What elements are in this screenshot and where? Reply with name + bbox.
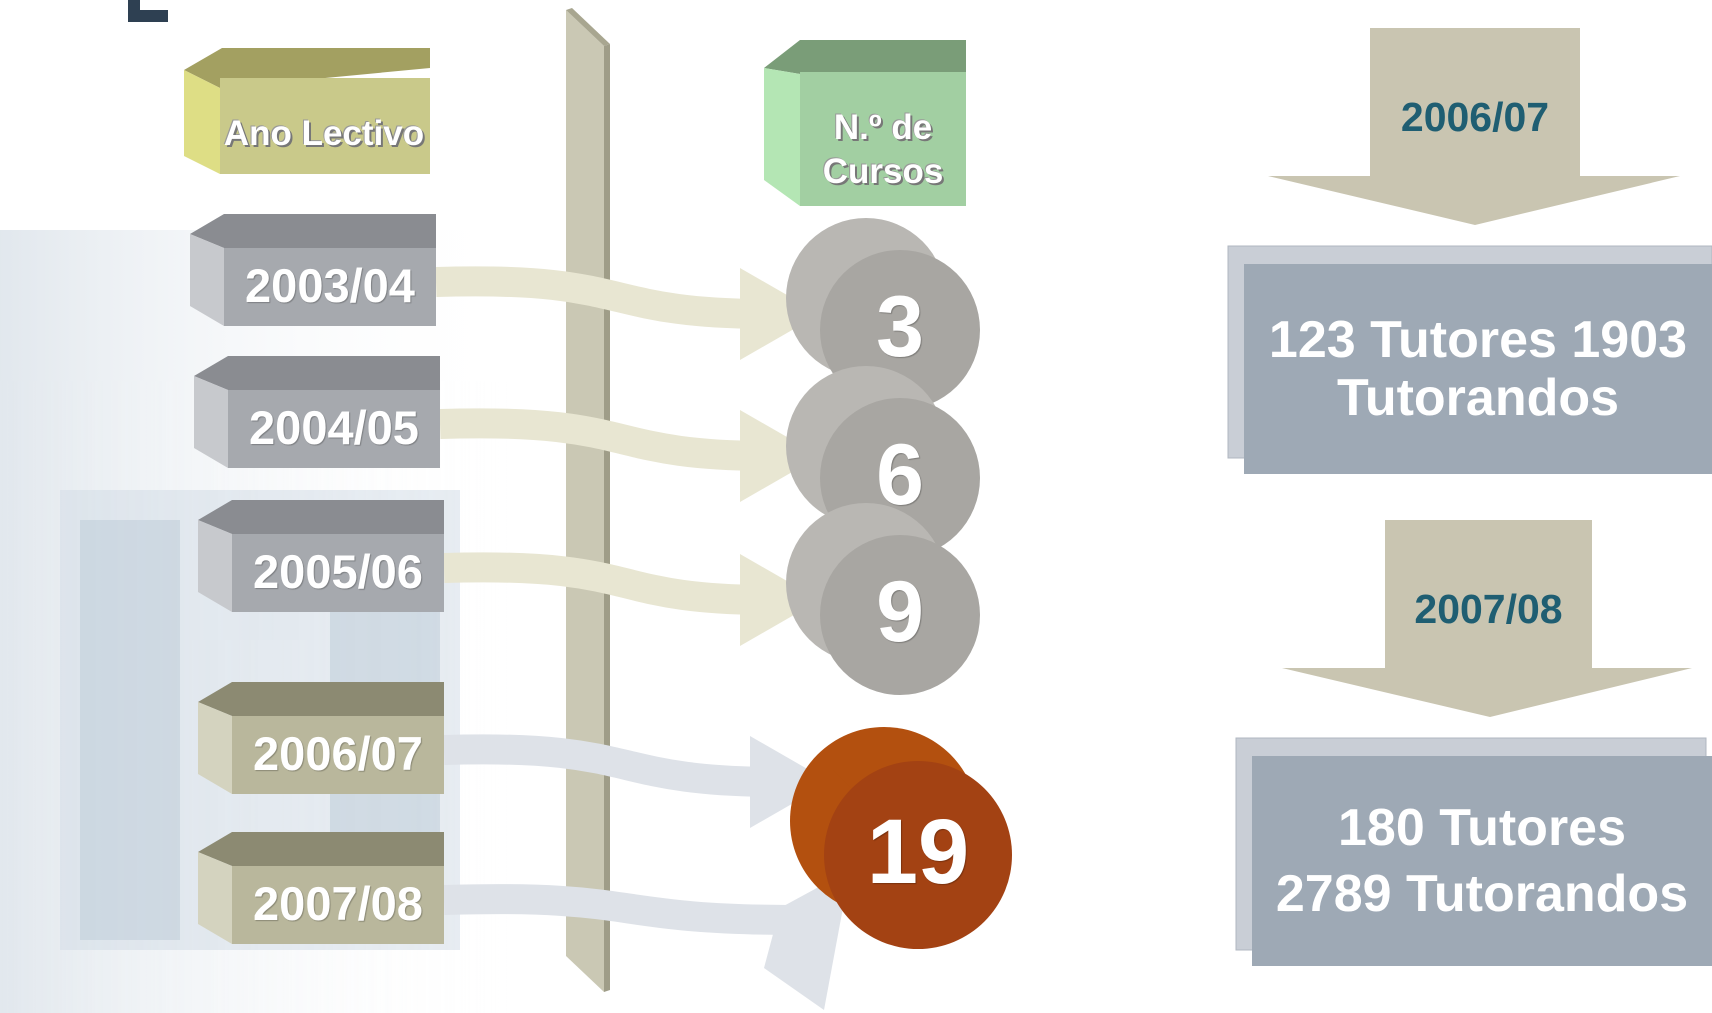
info-box-2: 180 Tutores 2789 Tutorandos <box>1252 756 1712 966</box>
year-block-side <box>198 520 232 612</box>
flow-arrow-head-2004/05 <box>740 410 820 502</box>
year-block-2003/04 <box>190 214 436 326</box>
info-box-1-line1: 123 Tutores 1903 <box>1268 311 1688 369</box>
year-block-2007/08 <box>198 832 444 944</box>
year-rows <box>190 214 1012 1010</box>
year-block-side <box>198 852 232 944</box>
info-box-1: 123 Tutores 1903 Tutorandos <box>1244 264 1712 474</box>
year-block-side <box>194 376 228 468</box>
flow-arrow-shaft-2004/05 <box>439 408 771 471</box>
down-arrow-2007 <box>1282 520 1692 717</box>
header-ano-lectivo <box>184 48 430 174</box>
flow-arrow-shaft-2007/08 <box>443 884 801 935</box>
year-block-side <box>198 702 232 794</box>
flow-arrow-shaft-2003/04 <box>435 266 771 329</box>
year-block-2005/06 <box>198 500 444 612</box>
cylinder-face <box>824 761 1012 949</box>
year-block-2004/05 <box>194 356 440 468</box>
down-arrow-2006 <box>1268 28 1680 225</box>
year-block-front <box>228 390 440 468</box>
year-block-front <box>232 716 444 794</box>
year-block-top <box>198 682 444 716</box>
year-block-top <box>194 356 440 390</box>
year-block-side <box>190 234 224 326</box>
info-box-2-line2: 2789 Tutorandos <box>1275 865 1689 923</box>
year-block-2006/07 <box>198 682 444 794</box>
corner-bracket <box>128 0 168 22</box>
year-block-front <box>224 248 436 326</box>
course-count-cylinder-19 <box>790 727 1012 949</box>
year-block-top <box>198 500 444 534</box>
flow-arrow-head-2005/06 <box>740 554 820 646</box>
info-box-1-line2: Tutorandos <box>1336 369 1620 427</box>
header-n-cursos <box>764 40 966 206</box>
flow-arrow-shaft-2005/06 <box>443 552 771 615</box>
info-box-2-line1: 180 Tutores <box>1337 799 1627 857</box>
course-count-cylinder-9 <box>786 503 980 695</box>
vertical-divider <box>566 8 610 992</box>
flow-arrow-head-2006/07 <box>750 736 830 828</box>
cylinder-face <box>820 535 980 695</box>
year-block-front <box>232 534 444 612</box>
year-block-top <box>198 832 444 866</box>
flow-arrow-head-2007/08 <box>764 870 850 1010</box>
year-block-front <box>232 866 444 944</box>
flow-arrow-shaft-2006/07 <box>443 734 781 797</box>
year-block-top <box>190 214 436 248</box>
flow-arrow-head-2003/04 <box>740 268 820 360</box>
